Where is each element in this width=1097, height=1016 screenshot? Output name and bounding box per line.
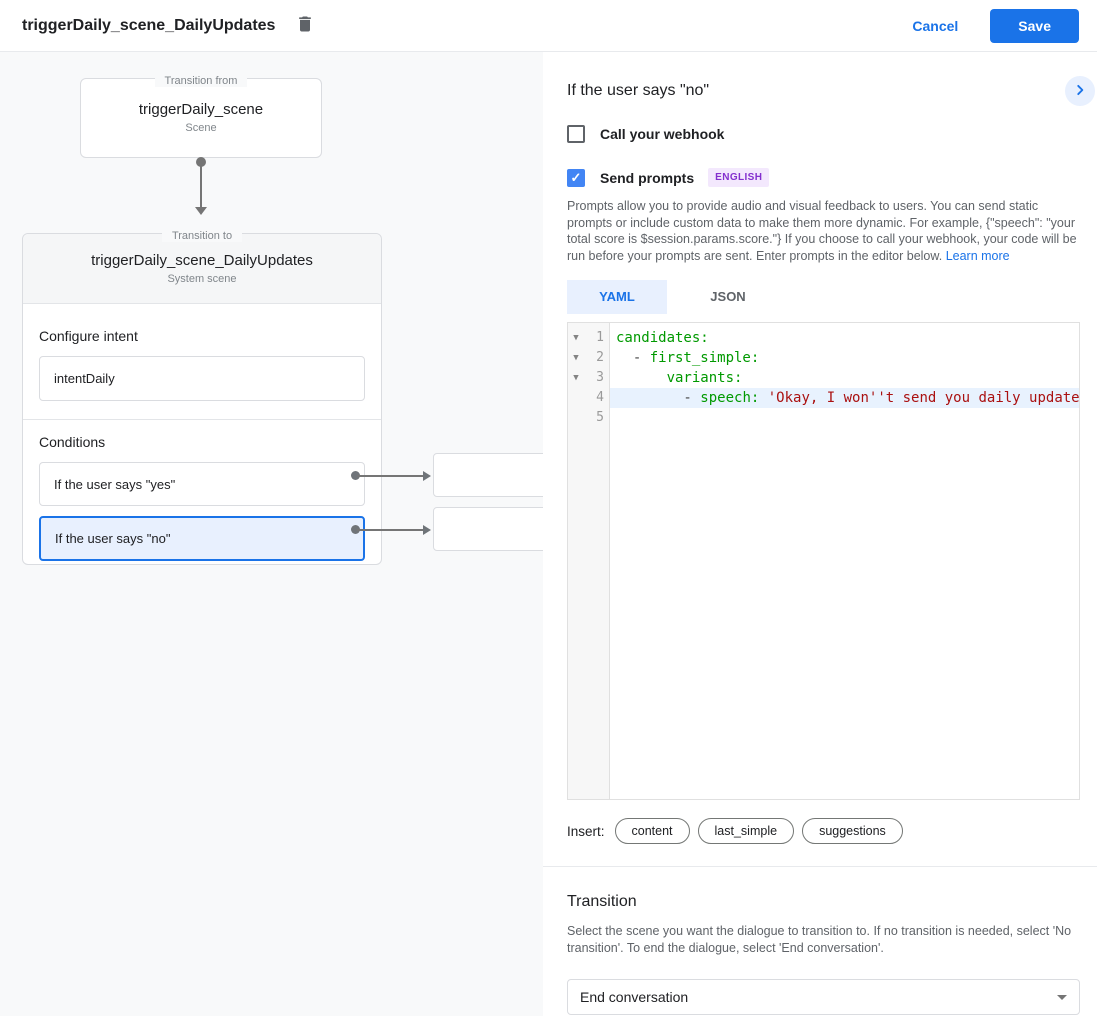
condition-item-yes[interactable]: If the user says "yes": [39, 462, 365, 506]
transition-from-node[interactable]: Transition from triggerDaily_scene Scene: [80, 75, 322, 158]
line-number: 5: [596, 410, 604, 425]
to-node-subtitle: System scene: [167, 273, 237, 285]
send-prompts-checkbox[interactable]: ✓: [567, 168, 585, 187]
transition-from-legend: Transition from: [81, 71, 321, 89]
yaml-key: first_simple:: [649, 350, 760, 366]
transition-select-value: End conversation: [580, 989, 689, 1005]
page-title: triggerDaily_scene_DailyUpdates: [22, 16, 276, 34]
chevron-right-icon: [1073, 83, 1087, 100]
connector-arrowhead-icon: [195, 207, 207, 215]
yaml-key: speech:: [700, 390, 760, 406]
to-node-header[interactable]: triggerDaily_scene_DailyUpdates System s…: [23, 234, 381, 304]
send-prompts-label: Send prompts: [600, 169, 695, 186]
transition-to-node: Transition to triggerDaily_scene_DailyUp…: [22, 230, 382, 565]
panel-title: If the user says "no": [567, 82, 710, 99]
cancel-button[interactable]: Cancel: [896, 10, 974, 42]
configure-intent-label: Configure intent: [39, 328, 138, 344]
line-number: 2: [596, 350, 604, 365]
to-node-body: Configure intent intentDaily Conditions …: [23, 304, 381, 587]
code-line: - first_simple:: [610, 348, 1079, 368]
condition-detail-panel: If the user says "no" Call your webhook …: [543, 52, 1097, 1016]
code-line-active: - speech: 'Okay, I won''t send you daily…: [610, 388, 1079, 408]
code-line: [610, 408, 1079, 428]
insert-chip-content[interactable]: content: [614, 818, 690, 844]
yaml-dash: -: [616, 350, 650, 366]
transition-select[interactable]: End conversation: [567, 979, 1080, 1015]
dropdown-caret-icon: [1057, 994, 1067, 1000]
tab-json[interactable]: JSON: [710, 289, 746, 304]
yaml-indent: [616, 370, 667, 386]
yaml-dash: -: [616, 390, 701, 406]
from-node-title: triggerDaily_scene: [138, 101, 264, 118]
conditions-label: Conditions: [39, 434, 106, 450]
flow-canvas: Transition from triggerDaily_scene Scene…: [0, 52, 543, 1016]
insert-chip-suggestions[interactable]: suggestions: [802, 818, 903, 844]
yaml-space: [759, 390, 767, 406]
send-prompts-row: ✓ Send prompts ENGLISH: [567, 168, 1080, 187]
connector-dot: [351, 525, 360, 534]
prompts-description-text: Prompts allow you to provide audio and v…: [567, 199, 1077, 263]
code-line: candidates:: [610, 328, 1079, 348]
yaml-key: candidates:: [616, 330, 709, 346]
connector-arrowhead-icon: [423, 525, 431, 535]
transition-description: Select the scene you want the dialogue t…: [567, 924, 1072, 955]
yaml-key: variants:: [666, 370, 743, 386]
editor-code-area[interactable]: candidates: - first_simple: variants: - …: [610, 323, 1079, 799]
transition-target-node[interactable]: [433, 507, 543, 551]
node-divider: [23, 419, 381, 420]
trash-icon: [295, 14, 315, 37]
top-bar: triggerDaily_scene_DailyUpdates Cancel S…: [0, 0, 1097, 52]
prompts-description: Prompts allow you to provide audio and v…: [567, 198, 1080, 264]
learn-more-link[interactable]: Learn more: [945, 248, 1010, 263]
connector-dot: [351, 471, 360, 480]
fold-arrow-icon[interactable]: ▼: [573, 353, 579, 363]
line-number: 4: [596, 390, 604, 405]
prompt-code-editor[interactable]: ▼ 1 ▼ 2 ▼ 3 4 5 candidates: - first_simple:…: [567, 322, 1080, 800]
collapse-panel-button[interactable]: [1065, 76, 1095, 106]
line-number: 1: [596, 330, 604, 345]
language-badge: ENGLISH: [708, 168, 770, 187]
editor-format-tabs: YAML JSON: [567, 280, 1080, 314]
to-node-title: triggerDaily_scene_DailyUpdates: [91, 252, 313, 269]
connector-arrowhead-icon: [423, 471, 431, 481]
insert-row: Insert: content last_simple suggestions: [567, 818, 1080, 844]
transition-target-node[interactable]: [433, 453, 543, 497]
yaml-string: 'Okay, I won''t send you daily update: [767, 390, 1079, 406]
call-webhook-checkbox[interactable]: [567, 125, 585, 143]
webhook-row: Call your webhook: [567, 125, 1080, 143]
from-node-subtitle: Scene: [185, 122, 217, 134]
connector-line: [200, 162, 202, 208]
editor-gutter: ▼ 1 ▼ 2 ▼ 3 4 5: [568, 323, 610, 799]
line-number: 3: [596, 370, 604, 385]
code-line: variants:: [610, 368, 1079, 388]
insert-label: Insert:: [567, 823, 605, 839]
fold-arrow-icon[interactable]: ▼: [573, 333, 579, 343]
insert-chip-last-simple[interactable]: last_simple: [697, 818, 795, 844]
tab-yaml[interactable]: YAML: [567, 280, 667, 314]
condition-item-no[interactable]: If the user says "no": [39, 516, 365, 561]
fold-arrow-icon[interactable]: ▼: [573, 373, 579, 383]
intent-item[interactable]: intentDaily: [39, 356, 365, 401]
connector-line: [357, 475, 423, 477]
transition-to-legend: Transition to: [23, 226, 381, 244]
delete-button[interactable]: [291, 12, 319, 40]
connector-line: [357, 529, 423, 531]
save-button[interactable]: Save: [990, 8, 1079, 43]
transition-section-title: Transition: [567, 893, 637, 910]
section-divider: [543, 866, 1097, 867]
call-webhook-label: Call your webhook: [600, 126, 725, 142]
